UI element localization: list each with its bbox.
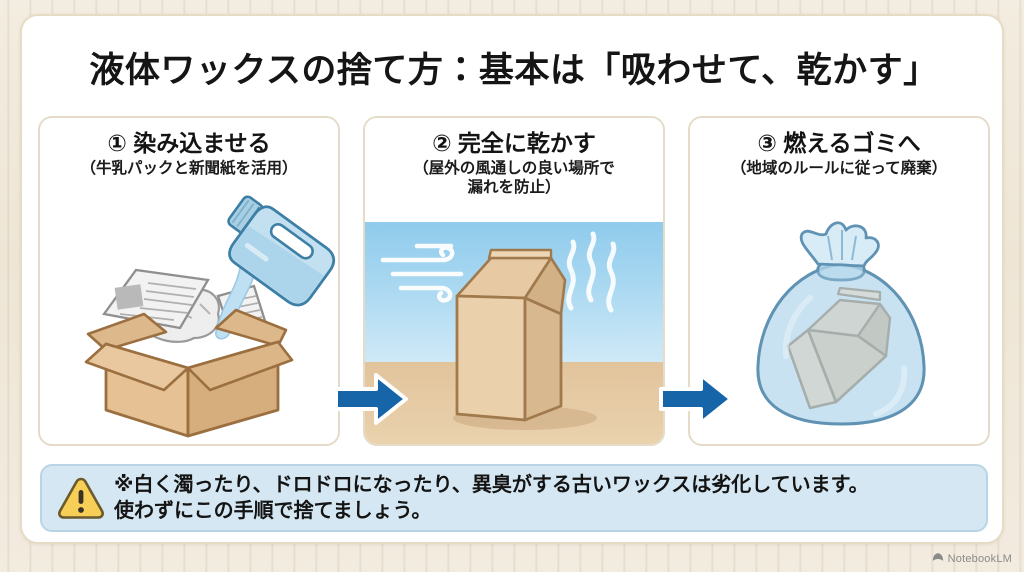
wind-lines-icon — [380, 243, 464, 303]
arrow-step1-to-step2 — [334, 371, 408, 427]
steps-container: ① 染み込ませる （牛乳パックと新聞紙を活用） — [38, 116, 990, 446]
step-3-header: ③ 燃えるゴミへ （地域のルールに従って廃棄） — [690, 118, 988, 180]
step-1-title: ① 染み込ませる — [107, 130, 271, 156]
step-2-title: ② 完全に乾かす — [432, 130, 596, 156]
warning-triangle-icon — [56, 475, 106, 521]
wax-bottle-graphic — [227, 195, 336, 307]
step-3-subtitle: （地域のルールに従って廃棄） — [730, 160, 948, 178]
warning-note: ※白く濁ったり、ドロドロになったり、異臭がする古いワックスは劣化しています。 使… — [40, 464, 988, 532]
arrow-step2-to-step3 — [659, 371, 733, 427]
warning-note-text: ※白く濁ったり、ドロドロになったり、異臭がする古いワックスは劣化しています。 使… — [114, 473, 869, 522]
step-1-header: ① 染み込ませる （牛乳パックと新聞紙を活用） — [40, 118, 338, 180]
step-3-title: ③ 燃えるゴミへ — [757, 130, 921, 156]
bag-translucent-overlay — [756, 262, 926, 426]
notebooklm-logo-icon — [932, 552, 944, 566]
notebooklm-watermark: NotebookLM — [932, 552, 1012, 566]
evaporation-vapor-icon — [566, 231, 617, 313]
page-title: 液体ワックスの捨て方：基本は「吸わせて、乾かす」 — [89, 51, 939, 90]
milk-carton-graphic — [455, 248, 567, 422]
cardboard-box-graphic — [84, 308, 294, 438]
step-2-header: ② 完全に乾かす （屋外の風通しの良い場所で 漏れを防止） — [365, 118, 663, 198]
carton-inside-bag-graphic — [786, 286, 892, 410]
infographic-card: 液体ワックスの捨て方：基本は「吸わせて、乾かす」 ① 染み込ませる （牛乳パック… — [20, 14, 1004, 544]
step-1-subtitle: （牛乳パックと新聞紙を活用） — [80, 160, 298, 178]
bag-highlight — [782, 295, 908, 417]
step-card-3[interactable]: ③ 燃えるゴミへ （地域のルールに従って廃棄） — [688, 116, 990, 446]
step-card-2[interactable]: ② 完全に乾かす （屋外の風通しの良い場所で 漏れを防止） — [363, 116, 665, 446]
notebooklm-label: NotebookLM — [947, 553, 1012, 565]
step-2-subtitle: （屋外の風通しの良い場所で 漏れを防止） — [413, 160, 615, 197]
step-1-illustration — [40, 118, 338, 444]
step-3-illustration — [690, 118, 988, 444]
step-card-1[interactable]: ① 染み込ませる （牛乳パックと新聞紙を活用） — [38, 116, 340, 446]
step-2-illustration — [365, 118, 663, 444]
